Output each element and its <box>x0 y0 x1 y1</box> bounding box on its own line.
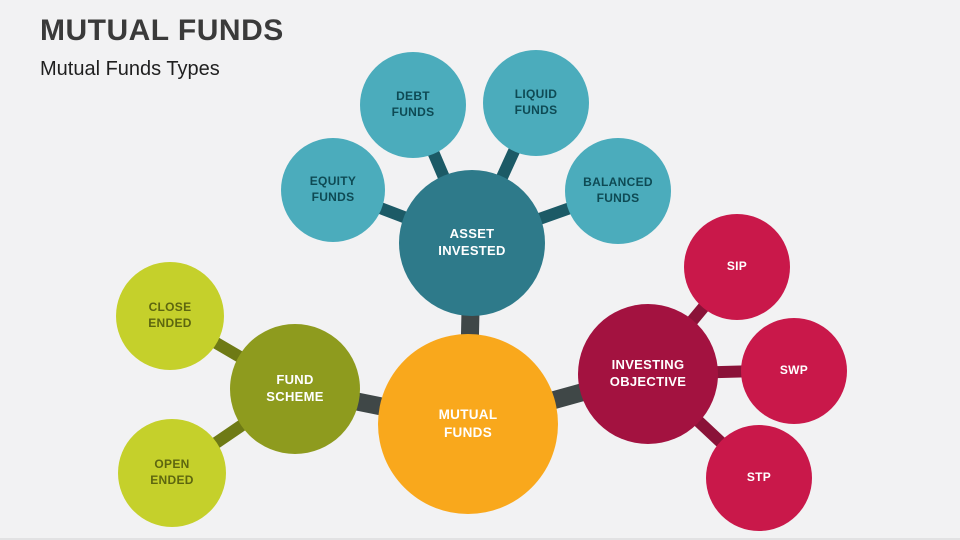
node-label: MUTUAL FUNDS <box>438 407 498 440</box>
node-balanced-funds: BALANCED FUNDS <box>565 138 671 244</box>
node-label: LIQUID FUNDS <box>514 87 558 117</box>
node-label: ASSET INVESTED <box>438 226 506 258</box>
node-mutual-funds: MUTUAL FUNDS <box>378 334 558 514</box>
node-investing-objective: INVESTING OBJECTIVE <box>578 304 718 444</box>
node-liquid-funds: LIQUID FUNDS <box>483 50 589 156</box>
node-debt-funds: DEBT FUNDS <box>360 52 466 158</box>
node-equity-funds: EQUITY FUNDS <box>281 138 385 242</box>
node-label: INVESTING OBJECTIVE <box>609 357 687 389</box>
node-swp: SWP <box>741 318 847 424</box>
page-title: MUTUAL FUNDS <box>40 14 284 47</box>
node-label: FUND SCHEME <box>266 372 324 404</box>
node-label: CLOSE ENDED <box>148 300 192 330</box>
node-close-ended: CLOSE ENDED <box>116 262 224 370</box>
page-subtitle: Mutual Funds Types <box>40 58 220 80</box>
node-label: OPEN ENDED <box>150 457 194 487</box>
node-fund-scheme: FUND SCHEME <box>230 324 360 454</box>
node-asset-invested: ASSET INVESTED <box>399 170 545 316</box>
node-label: DEBT FUNDS <box>391 89 435 119</box>
node-label: SIP <box>726 259 748 274</box>
node-open-ended: OPEN ENDED <box>118 419 226 527</box>
node-label: EQUITY FUNDS <box>309 174 357 204</box>
node-stp: STP <box>706 425 812 531</box>
node-label: BALANCED FUNDS <box>583 175 653 205</box>
node-label: STP <box>746 470 772 485</box>
node-sip: SIP <box>684 214 790 320</box>
node-label: SWP <box>779 363 809 378</box>
